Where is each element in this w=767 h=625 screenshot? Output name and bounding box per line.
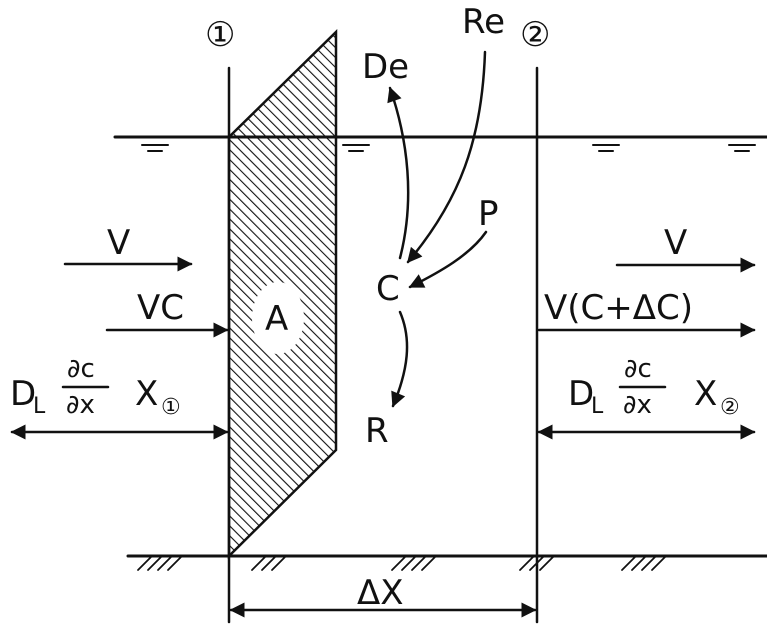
area-label-clear-zone	[252, 282, 304, 354]
area-label: A	[265, 299, 288, 339]
dispersive-flux-label-in: D L ∂c ∂x X ①	[10, 354, 181, 420]
channel-bed	[126, 554, 767, 571]
production-arrow	[408, 230, 488, 289]
svg-text:②: ②	[520, 15, 550, 55]
dispersive-flux-label-out: D L ∂c ∂x X ②	[568, 354, 740, 420]
respiration-arrow	[391, 310, 409, 408]
velocity-label-right: V	[664, 223, 687, 263]
section-1-marker: ①	[205, 15, 235, 55]
svg-text:D: D	[10, 374, 36, 414]
svg-text:L: L	[33, 394, 46, 419]
water-surface-symbol	[728, 144, 756, 152]
svg-text:L: L	[591, 394, 604, 419]
respiration-label: R	[365, 411, 389, 451]
water-surface-symbol	[592, 144, 620, 152]
svg-text:∂x: ∂x	[623, 390, 652, 420]
svg-text:①: ①	[161, 395, 181, 420]
delta-x-label: ΔX	[357, 573, 404, 613]
advective-flux-label-out: V(C+ΔC)	[544, 288, 693, 328]
reaeration-label: Re	[462, 2, 505, 42]
water-surface-symbol	[342, 144, 370, 152]
svg-text:∂c: ∂c	[624, 354, 652, 384]
velocity-label-left: V	[107, 223, 130, 263]
svg-text:X: X	[135, 374, 158, 414]
decay-arrow	[387, 86, 410, 260]
svg-text:∂x: ∂x	[66, 390, 95, 420]
svg-text:②: ②	[720, 395, 740, 420]
water-surface-symbol	[141, 144, 169, 152]
svg-text:D: D	[568, 374, 594, 414]
concentration-label: C	[376, 269, 400, 309]
svg-text:∂c: ∂c	[67, 354, 95, 384]
production-label: P	[478, 194, 499, 234]
reaeration-arrow	[406, 50, 487, 264]
decay-label: De	[362, 47, 409, 87]
section-2-marker: ②	[520, 15, 550, 55]
advective-flux-label-in: VC	[137, 288, 184, 328]
svg-text:①: ①	[205, 15, 235, 55]
svg-text:X: X	[694, 374, 717, 414]
bed-hatching	[137, 556, 666, 571]
water-surface	[113, 135, 767, 152]
